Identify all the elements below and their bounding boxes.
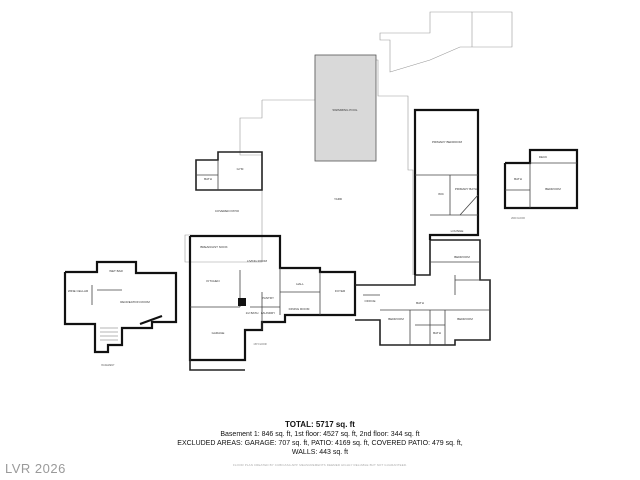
breakfast-nook-label: BREAKFAST NOOK [200,245,227,249]
upper-bath-label: BATH [514,177,522,181]
bedroom-3-label: BEDROOM [457,317,473,321]
wine-cellar-label: WINE CELLAR [68,289,89,293]
property-boundary [379,11,513,73]
pool-label: SWIMMING POOL [332,108,357,112]
deck-label: DECK [539,155,547,159]
gym-block [195,151,263,191]
living-room-label: LIVING ROOM [247,259,268,263]
swimming-pool [314,54,377,162]
basement-bar-label: WET BAR [109,269,123,273]
walls-area: WALLS: 443 sq. ft [291,449,349,456]
primary-bedroom-label: PRIMARY BEDROOM [432,140,462,144]
closet-label: WIC [438,192,445,196]
gym-label: GYM [237,167,244,171]
bath-1-label: BATH [416,301,424,305]
pantry-label: PANTRY [262,296,274,300]
covered-patio-label: COVERED PATIO [215,209,240,213]
total-area: TOTAL: 5717 sq. ft [285,420,355,429]
gym-bath-label: BATH [204,177,212,181]
dining-room-label: DINING ROOM [289,307,310,311]
basement-stairs [100,327,118,341]
watermark: LVR 2026 [5,461,66,476]
chimney [238,298,246,306]
laundry-label: LAUNDRY [261,311,275,315]
lounge-label: LOUNGE [451,229,464,233]
hall-label: HALL [296,282,304,286]
patio-boundary [392,11,472,34]
bedroom-1-label: BEDROOM [454,255,470,259]
main-floor [188,108,491,371]
second-floor [503,148,579,210]
garage-label: GARAGE [212,331,225,335]
first-floor-label: 1ST FLOOR [253,343,267,346]
second-floor-label: 2ND FLOOR [511,217,525,220]
yard-label: YARD [334,197,343,201]
basement-floor-label: BASEMENT [101,364,115,367]
foyer-label: FOYER [335,289,346,293]
kitchen-label: KITCHEN [206,279,219,283]
bath-2-label: BATH [433,331,441,335]
half-bath-label: 1/2 BATH [246,311,259,315]
bedroom-2-label: BEDROOM [388,317,404,321]
office-label: OFFICE [365,299,376,303]
floor-areas: Basement 1: 846 sq. ft, 1st floor: 4527 … [220,431,420,438]
disclaimer: FLOOR PLAN CREATED BY CUBICASA APP. MEAS… [232,463,408,467]
recreation-room-label: RECREATION ROOM [120,300,150,304]
upper-bedroom-label: BEDROOM [545,187,561,191]
basement-block [63,260,178,354]
primary-bath-label: PRIMARY BATH [455,187,477,191]
excluded-areas: EXCLUDED AREAS: GARAGE: 707 sq. ft, PATI… [177,440,463,447]
